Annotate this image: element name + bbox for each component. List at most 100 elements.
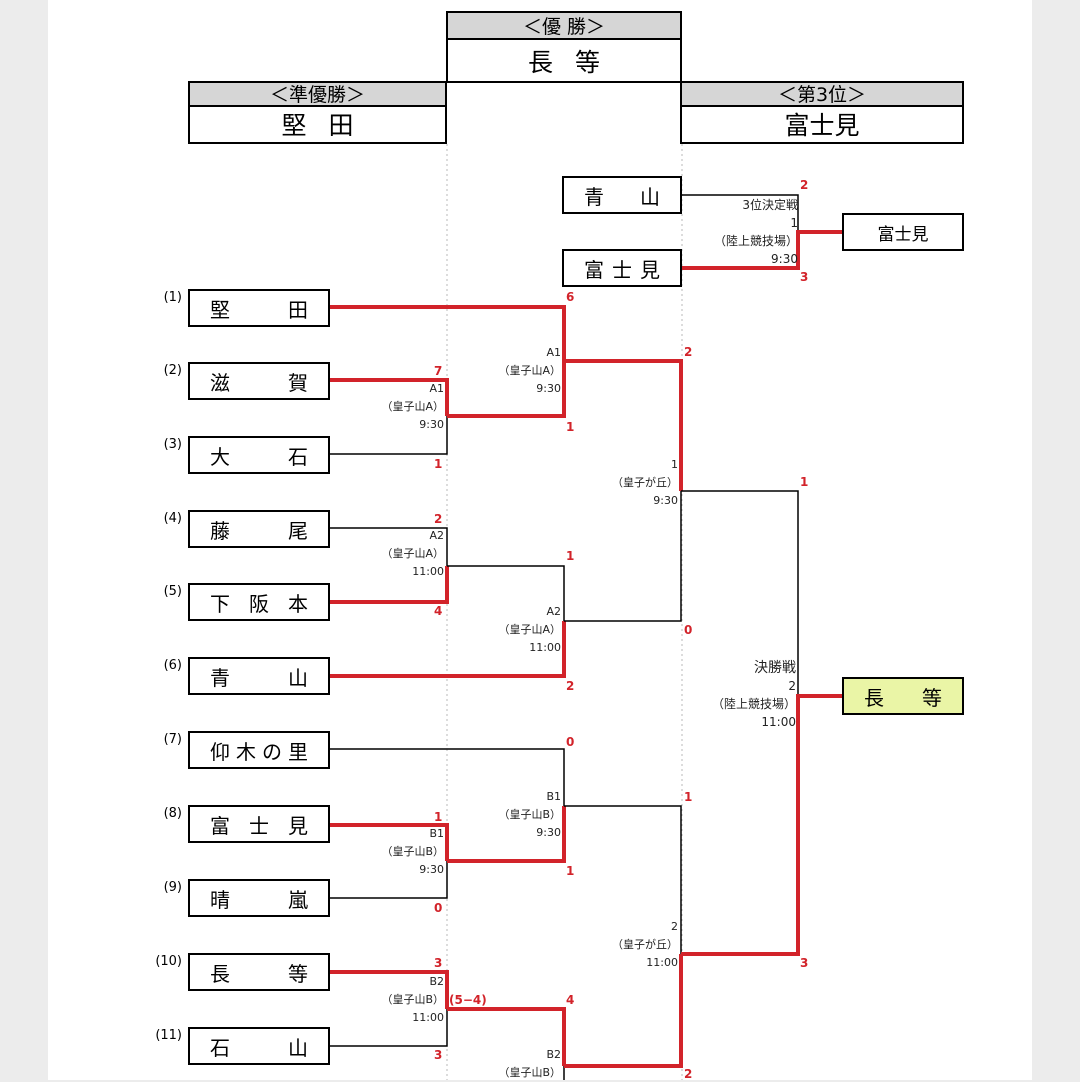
team-name-char: 本 — [288, 591, 308, 616]
team-seed: (8) — [163, 806, 182, 821]
team-name-char: 堅 — [210, 297, 230, 322]
score: 6 — [566, 290, 575, 304]
score: 0 — [434, 901, 443, 915]
team-seed: (2) — [163, 363, 182, 378]
win-line — [681, 694, 842, 956]
score: 0 — [566, 735, 575, 749]
loss-line — [330, 527, 448, 566]
third-place-team-b: 富士見 — [562, 249, 682, 287]
score: 3 — [434, 1048, 443, 1062]
third-place-match-label: 3位決定戦 1 （陸上競技場） 9:30 — [713, 198, 798, 266]
score: 1 — [434, 457, 443, 471]
score: 1 — [684, 790, 693, 804]
team-name-char: 富 — [210, 813, 230, 838]
loss-line — [330, 1009, 448, 1047]
team-name-char: 晴 — [210, 887, 230, 912]
champion-team-box: 長等 — [842, 677, 964, 715]
third-place-winner: 富士見 — [842, 213, 964, 251]
team-name-char: 等 — [288, 961, 308, 986]
score: 1 — [566, 420, 575, 434]
team-box: 下阪本 — [188, 583, 330, 621]
team-name-char: 大 — [210, 444, 230, 469]
score: 4 — [566, 993, 575, 1007]
team-box: 滋賀 — [188, 362, 330, 400]
team-seed: (7) — [163, 732, 182, 747]
match-info-sf1: 1（皇子が丘）9:30 — [612, 458, 678, 507]
win-line — [447, 806, 566, 863]
team-seed: (4) — [163, 511, 182, 526]
loss-line — [681, 490, 799, 696]
team-name-char: 尾 — [288, 518, 308, 543]
team-name-char: 滋 — [210, 370, 230, 395]
score: 2 — [434, 512, 443, 526]
match-info-r2-b1: B1（皇子山B）9:30 — [498, 790, 561, 839]
win-line — [447, 361, 566, 418]
match-info-r1-a1: A1（皇子山A）9:30 — [381, 382, 444, 431]
score: 4 — [434, 604, 443, 618]
match-info-r1-b2: B2（皇子山B）11:00 — [381, 975, 444, 1024]
score: 1 — [434, 810, 443, 824]
team-name-char: 下 — [210, 591, 230, 616]
win-line — [564, 359, 683, 491]
champion-name: 長等 — [527, 47, 622, 77]
team-box: 堅田 — [188, 289, 330, 327]
loss-line — [330, 748, 565, 806]
team-name-char: 山 — [288, 1035, 308, 1060]
score: 3 — [434, 956, 443, 970]
loss-line — [564, 491, 682, 622]
team-name-char: 石 — [210, 1035, 230, 1060]
match-info-sf2: 2（皇子が丘）11:00 — [612, 920, 678, 969]
score: 2 — [566, 679, 575, 693]
score: 2 — [684, 1067, 693, 1081]
loss-line — [447, 565, 565, 621]
runner-up-name: 堅田 — [281, 111, 376, 141]
score: 3 — [800, 270, 809, 284]
team-box: 晴嵐 — [188, 879, 330, 917]
loss-line — [682, 194, 799, 232]
score: 7 — [434, 364, 443, 378]
match-info-r2-a1: A1（皇子山A）9:30 — [498, 346, 561, 395]
match-info-r2-b2: B2（皇子山B） — [498, 1048, 561, 1079]
team-seed: (6) — [163, 658, 182, 673]
win-line — [682, 230, 842, 270]
score: 0 — [684, 623, 693, 637]
team-box: 仰木の里 — [188, 731, 330, 769]
team-name-char: 嵐 — [288, 887, 308, 912]
team-seed: (10) — [155, 954, 182, 969]
team-name-char: 仰 — [210, 739, 230, 764]
third-place-caption: ＜第3位＞ — [682, 83, 962, 107]
penalty-score: (5−4) — [449, 993, 487, 1007]
score: 1 — [566, 549, 575, 563]
team-box: 藤尾 — [188, 510, 330, 548]
team-box: 富士見 — [188, 805, 330, 843]
match-info-r2-a2: A2（皇子山A）11:00 — [498, 605, 561, 654]
third-place-team-a: 青山 — [562, 176, 682, 214]
runner-up-caption: ＜準優勝＞ — [190, 83, 445, 107]
third-place-name: 富士見 — [784, 111, 860, 141]
team-name-char: 士 — [249, 813, 269, 838]
team-name-char: 青 — [210, 665, 230, 690]
team-seed: (5) — [163, 584, 182, 599]
win-line — [330, 305, 566, 361]
team-name-char: 阪 — [249, 591, 269, 616]
team-name-char: 石 — [288, 444, 308, 469]
team-name-char: 田 — [288, 297, 308, 322]
team-box: 長等 — [188, 953, 330, 991]
match-info-r1-a2: A2（皇子山A）11:00 — [381, 529, 444, 578]
team-name-char: 賀 — [288, 370, 308, 395]
runner-up-header: ＜準優勝＞ 堅田 — [188, 81, 447, 144]
score: 1 — [566, 864, 575, 878]
final-match-label: 決勝戦 2 （陸上競技場） 11:00 — [711, 660, 796, 729]
score: 1 — [800, 475, 809, 489]
score: 3 — [800, 956, 809, 970]
win-line — [330, 566, 449, 604]
loss-line — [564, 805, 682, 954]
loss-line — [330, 861, 448, 899]
team-box: 大石 — [188, 436, 330, 474]
team-name-char: 里 — [288, 739, 308, 764]
team-name-char: の — [262, 739, 282, 764]
win-line — [564, 954, 683, 1068]
win-line — [330, 970, 449, 1009]
score: 2 — [684, 345, 693, 359]
team-seed: (11) — [155, 1028, 182, 1043]
